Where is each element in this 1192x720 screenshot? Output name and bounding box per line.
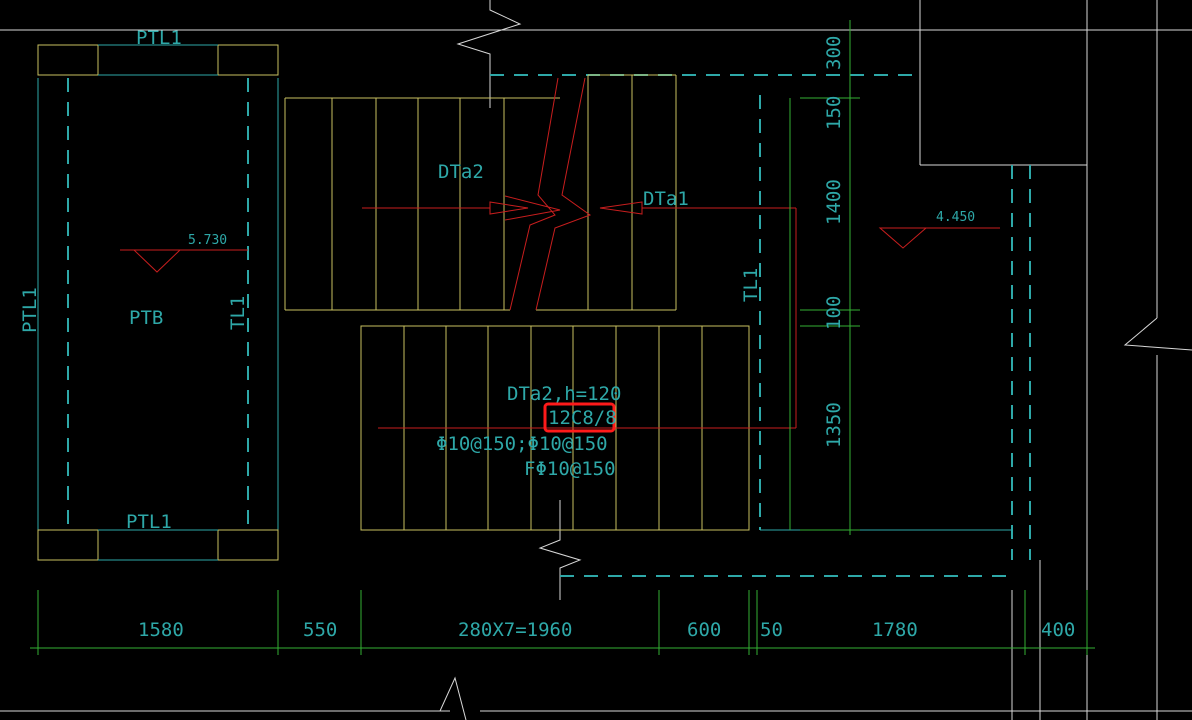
- label-ptb[interactable]: PTB: [129, 307, 163, 329]
- label-highlighted-rebar[interactable]: 12C8/8: [548, 407, 617, 429]
- label-tl1-left[interactable]: TL1: [227, 296, 249, 330]
- dim-right-4: 100: [823, 296, 845, 330]
- label-ptl1-top[interactable]: PTL1: [136, 27, 182, 49]
- landing-columns: [37, 44, 279, 561]
- dim-right-1: 300: [823, 36, 845, 70]
- label-rebar-top[interactable]: Φ10@150;Φ10@150: [436, 433, 608, 455]
- label-dta1[interactable]: DTa1: [643, 188, 689, 210]
- label-ptl1-left[interactable]: PTL1: [19, 287, 41, 333]
- dim-bottom-5: 50: [760, 619, 783, 641]
- label-slab-spec[interactable]: DTa2,h=120: [507, 383, 621, 405]
- elevation-right[interactable]: 4.450: [936, 210, 975, 225]
- dim-bottom-4: 600: [687, 619, 721, 641]
- upper-stair-flight: [284, 74, 677, 311]
- highlight-box: [543, 402, 616, 433]
- label-tl1-right[interactable]: TL1: [740, 268, 762, 302]
- label-ptl1-bottom[interactable]: PTL1: [126, 511, 172, 533]
- dim-right-2: 150: [823, 96, 845, 130]
- dim-right-5: 1350: [823, 402, 845, 448]
- dim-right-3: 1400: [823, 179, 845, 225]
- break-line-bottom: [538, 500, 582, 600]
- dim-bottom-1: 1580: [138, 619, 184, 641]
- label-dta2[interactable]: DTa2: [438, 161, 484, 183]
- dim-bottom-3: 280X7=1960: [458, 619, 572, 641]
- dimension-lines: [30, 20, 1095, 655]
- break-line-top: [456, 0, 522, 108]
- section-lines: [120, 77, 1000, 429]
- dim-bottom-2: 550: [303, 619, 337, 641]
- elevation-left[interactable]: 5.730: [188, 233, 227, 248]
- dim-bottom-6: 1780: [872, 619, 918, 641]
- dim-bottom-7: 400: [1041, 619, 1075, 641]
- label-rebar-bottom[interactable]: FΦ10@150: [524, 458, 616, 480]
